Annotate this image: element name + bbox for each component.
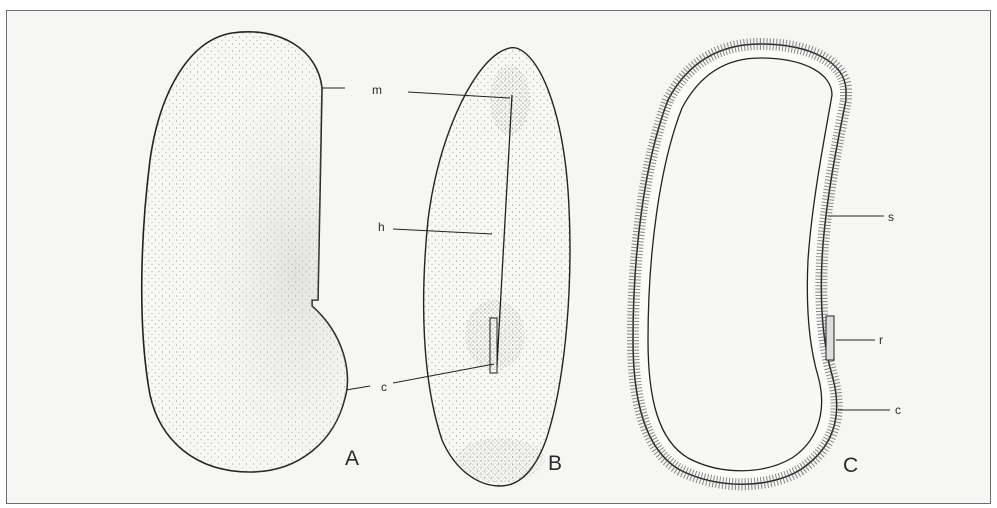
callout-r: r	[879, 333, 883, 347]
callout-h: h	[378, 220, 385, 234]
panel-b-embryo	[424, 48, 570, 486]
panel-label-c: C	[843, 454, 858, 477]
panel-a-seed	[142, 32, 348, 472]
panel-label-a: A	[345, 447, 359, 470]
callout-c-c: c	[895, 403, 901, 417]
panel-c-section	[633, 44, 846, 484]
callout-m: m	[372, 83, 382, 97]
callout-c-a: c	[381, 380, 387, 394]
panel-label-b: B	[548, 452, 562, 475]
callout-s: s	[888, 210, 894, 224]
raphe-mark	[826, 316, 834, 360]
